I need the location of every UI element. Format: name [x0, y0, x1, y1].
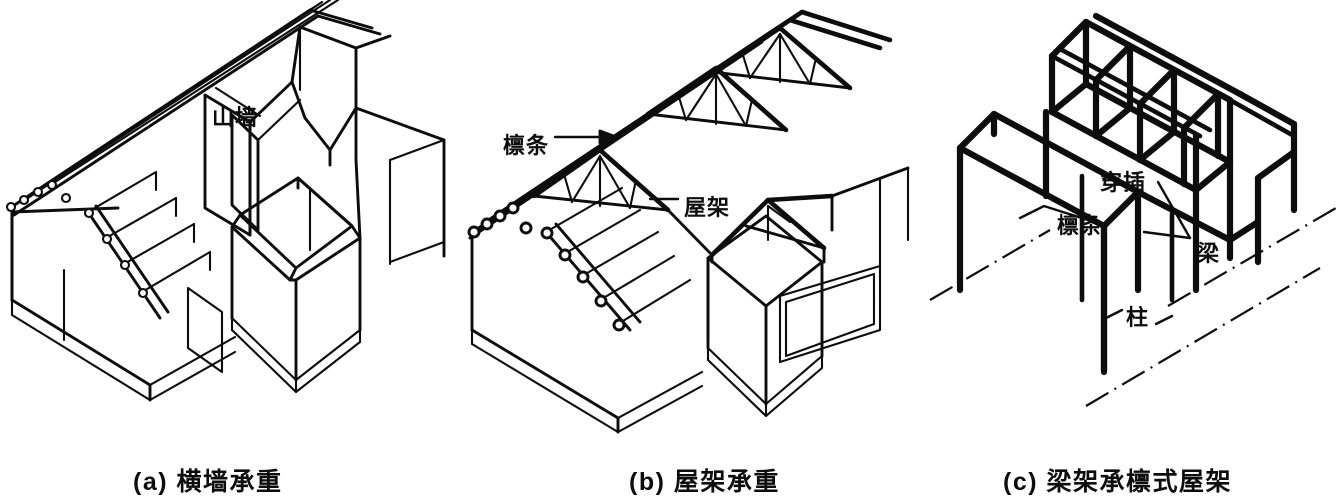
- label-gable-wall: 山墙: [212, 105, 259, 130]
- caption-panel-a: (a) 横墙承重: [133, 468, 283, 496]
- label-tie-beam: 穿插: [1100, 170, 1147, 195]
- panel-c-drawing: [929, 12, 1337, 407]
- panel-b-drawing: [467, 9, 910, 434]
- panel-a-drawing: [5, 0, 446, 402]
- caption-panel-c: (c) 梁架承檩式屋架: [1003, 468, 1233, 496]
- caption-panel-b: (b) 屋架承重: [629, 468, 780, 496]
- label-roof-truss: 屋架: [684, 195, 731, 220]
- label-column: 柱: [1126, 305, 1150, 330]
- label-purlin-b: 檩条: [503, 133, 550, 158]
- label-beam: 梁: [1197, 241, 1221, 266]
- label-purlin-c: 檩条: [1057, 213, 1104, 238]
